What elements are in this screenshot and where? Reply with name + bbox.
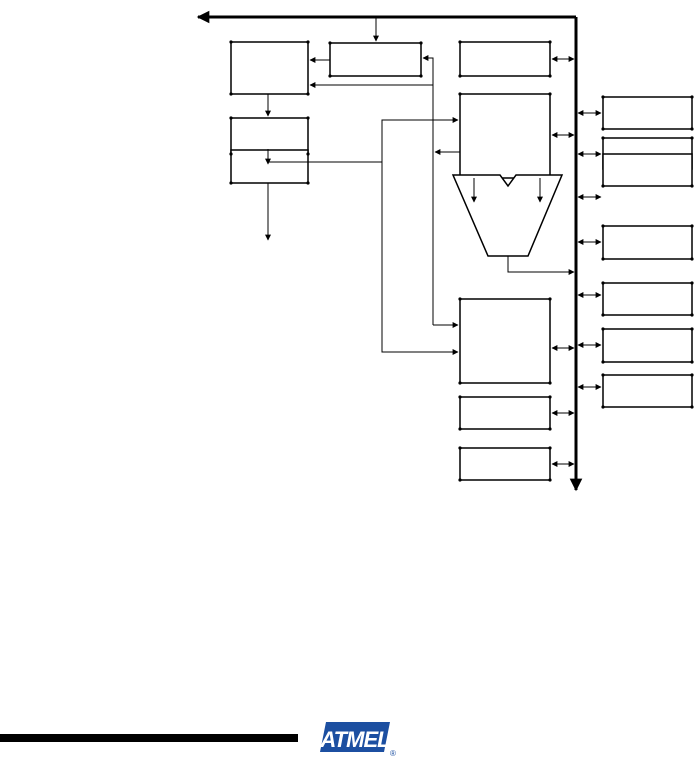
register-file-box: [459, 93, 551, 179]
program-counter-box: [329, 42, 422, 77]
data-bus: [196, 10, 583, 492]
footer-rule: [0, 734, 298, 742]
alu-shape: [451, 174, 564, 257]
peripheral-box-1: [602, 96, 693, 130]
wire-alu-to-bus: [507, 256, 575, 275]
peripheral-box-6: [602, 328, 693, 363]
peripheral-box-4: [602, 225, 693, 260]
flash-program-memory-box: [230, 41, 309, 95]
data-sram-box: [459, 298, 551, 384]
wire-ir-to-regfile: [381, 117, 459, 162]
peripheral-box-3: [602, 153, 693, 187]
status-and-control-box: [459, 41, 551, 77]
atmel-logo: ATMEL ®: [319, 722, 396, 757]
peripheral-box-5: [602, 282, 693, 316]
wire-to-pc-back: [422, 55, 434, 325]
eeprom-box: [459, 396, 551, 430]
io-lines-box: [459, 447, 551, 481]
wire-ir-to-sram: [381, 162, 459, 355]
registered-mark: ®: [390, 749, 396, 757]
peripheral-box-7: [602, 374, 693, 408]
instruction-decoder-box: [230, 149, 309, 184]
instruction-register-box: [230, 117, 309, 155]
atmel-logo-text: ATMEL: [319, 727, 390, 752]
